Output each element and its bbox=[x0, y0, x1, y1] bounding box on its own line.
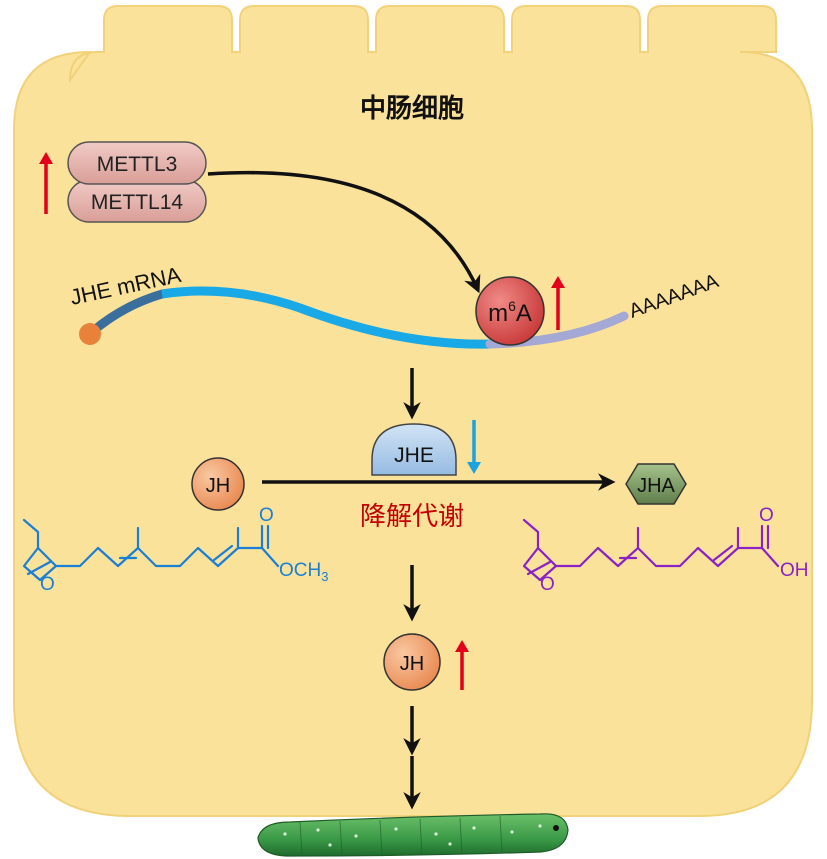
mettl3-shape bbox=[67, 141, 207, 185]
jha-product: JHA bbox=[625, 463, 687, 505]
jhe-enzyme: JHE bbox=[371, 423, 457, 476]
jh-chemical-structure bbox=[22, 518, 280, 582]
mettl3-label: METTL3 bbox=[97, 153, 178, 176]
caterpillar-icon bbox=[257, 813, 569, 857]
jh-result-circle bbox=[383, 633, 441, 691]
degradation-label: 降解代谢 bbox=[360, 502, 464, 532]
svg-text:OH: OH bbox=[780, 560, 809, 581]
jhe-shape bbox=[371, 423, 457, 476]
jh-result-label: JH bbox=[400, 653, 424, 675]
jh-label: JH bbox=[206, 475, 230, 497]
jha-chemical-structure bbox=[522, 518, 780, 582]
jh-ester-label: OCH3 bbox=[279, 560, 328, 584]
mrna-coding-segment bbox=[161, 286, 491, 349]
jha-hexagon bbox=[625, 463, 687, 505]
mrna-5cap bbox=[79, 323, 101, 345]
jh-result: JH bbox=[383, 633, 441, 691]
jha-label: JHA bbox=[637, 475, 675, 497]
m6a-mark: m6A bbox=[475, 276, 545, 346]
svg-text:O: O bbox=[759, 505, 774, 526]
up-arrow-icon bbox=[455, 640, 469, 690]
jh-circle bbox=[191, 457, 245, 511]
m6a-label: m6A bbox=[488, 298, 532, 327]
mettl-complex: METTL14 METTL3 bbox=[67, 141, 207, 223]
svg-text:O: O bbox=[540, 574, 555, 595]
jh-chemical-labels: O OCH3 O bbox=[40, 505, 328, 595]
mettl14-label: METTL14 bbox=[91, 191, 184, 214]
up-arrow-icon bbox=[39, 152, 53, 214]
up-arrow-icon bbox=[551, 276, 565, 330]
m6a-circle bbox=[475, 276, 545, 346]
jhe-label: JHE bbox=[394, 444, 434, 467]
cell-title: 中肠细胞 bbox=[360, 93, 464, 124]
down-arrow-icon bbox=[467, 420, 481, 474]
svg-text:O: O bbox=[259, 505, 274, 526]
jh-substrate: JH bbox=[191, 457, 245, 511]
jha-chemical-labels: O OH O bbox=[540, 505, 809, 595]
methylation-arrow bbox=[207, 170, 481, 294]
svg-text:O: O bbox=[40, 574, 55, 595]
